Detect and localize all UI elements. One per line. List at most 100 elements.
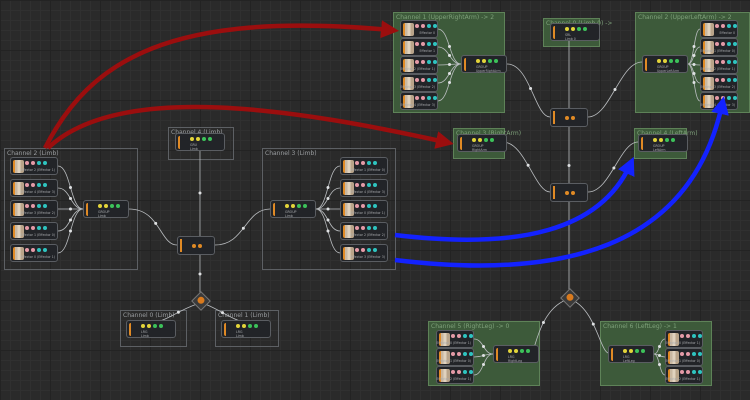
wire-midpoint-handle[interactable]: [529, 86, 533, 90]
wire-midpoint-handle[interactable]: [541, 321, 545, 325]
status-dot: [25, 204, 29, 208]
channel-c2-group-box[interactable]: Channel 2 (Limb): [4, 148, 138, 270]
wire-midpoint-handle[interactable]: [198, 191, 202, 195]
hub-node[interactable]: [177, 236, 215, 255]
wire-midpoint-handle[interactable]: [448, 63, 451, 66]
effector-node[interactable]: Effector 0 (Effector 1): [10, 244, 58, 262]
wire-midpoint-handle[interactable]: [326, 218, 330, 222]
wire-midpoint-handle[interactable]: [69, 207, 72, 211]
status-dot: [433, 42, 437, 46]
wire-midpoint-handle[interactable]: [613, 88, 617, 91]
effector-label: Effector 0 (Effector 1): [20, 255, 55, 259]
effector-node[interactable]: Effector 1 (Effector 0): [436, 348, 474, 366]
effector-node[interactable]: Effector 1 (Effector 0): [10, 222, 58, 240]
effector-node[interactable]: Effector 3 (Effector 3): [340, 244, 388, 262]
wire-midpoint-handle[interactable]: [326, 186, 330, 189]
hub-node[interactable]: [550, 108, 588, 127]
wire-midpoint-handle[interactable]: [692, 63, 696, 66]
wire-midpoint-handle[interactable]: [448, 45, 451, 48]
effector-node[interactable]: Effector 3 (Effector 2): [700, 74, 738, 92]
effector-node[interactable]: Effector 0 (Effector 1): [436, 330, 474, 348]
effector-node[interactable]: Effector 2 (Effector 1): [400, 56, 438, 74]
status-dot: [367, 161, 371, 165]
status-dot: [192, 244, 196, 248]
wire-midpoint-handle[interactable]: [448, 81, 451, 84]
effector-node[interactable]: Effector 4 (Effector 3): [10, 179, 58, 197]
wire-midpoint-handle[interactable]: [692, 54, 696, 57]
wire-midpoint-handle[interactable]: [69, 186, 72, 189]
effector-node[interactable]: Effector 2 (Effector 2): [340, 222, 388, 240]
wire-midpoint-handle[interactable]: [658, 354, 661, 357]
effector-node[interactable]: Effector 2 (Effector 1): [665, 366, 703, 384]
wire-midpoint-handle[interactable]: [176, 310, 180, 314]
status-dot: [415, 78, 419, 82]
wire-midpoint-handle[interactable]: [448, 53, 451, 57]
effector-node[interactable]: Effector 4 (Effector 3): [400, 92, 438, 110]
wire-midpoint-handle[interactable]: [612, 166, 616, 170]
wire-midpoint-handle[interactable]: [482, 345, 485, 348]
effector-dots: [451, 334, 473, 338]
wire-midpoint-handle[interactable]: [326, 229, 330, 233]
status-dot: [297, 204, 301, 208]
effector-dots: [451, 370, 473, 374]
effector-node[interactable]: Effector 0: [400, 20, 438, 38]
wire-midpoint-handle[interactable]: [482, 354, 485, 357]
status-dot: [680, 352, 684, 356]
effector-node[interactable]: Effector 1 (Effector 0): [700, 38, 738, 56]
wire-midpoint-handle[interactable]: [198, 272, 202, 276]
effector-node[interactable]: Effector 2 (Effector 1): [436, 366, 474, 384]
wire-midpoint-handle[interactable]: [241, 226, 245, 230]
status-dot: [373, 204, 377, 208]
wire-midpoint-handle[interactable]: [154, 221, 158, 225]
wire-midpoint-handle[interactable]: [692, 81, 696, 85]
effector-node[interactable]: Effector 4 (Effector 3): [340, 179, 388, 197]
effector-node[interactable]: Effector 1: [400, 38, 438, 56]
wire-midpoint-handle[interactable]: [220, 311, 224, 315]
effector-node[interactable]: Effector 0 (Effector 1): [665, 330, 703, 348]
effector-node[interactable]: Effector 1 (Effector 0): [340, 157, 388, 175]
channel-c1-group-box[interactable]: Channel 1 (Limb): [215, 310, 279, 347]
effector-node[interactable]: Effector 3 (Effector 2): [400, 74, 438, 92]
channel-c0-group-box[interactable]: Channel 0 (Limb): [120, 310, 187, 347]
effector-node[interactable]: Effector 2 (Effector 1): [10, 157, 58, 175]
wire-midpoint-handle[interactable]: [526, 163, 530, 167]
wire-midpoint-handle[interactable]: [69, 229, 72, 233]
hub-node[interactable]: [550, 183, 588, 202]
wire-midpoint-handle[interactable]: [482, 363, 485, 366]
wire-midpoint-handle[interactable]: [658, 363, 661, 366]
effector-node[interactable]: Effector 0: [700, 20, 738, 38]
wire-midpoint-handle[interactable]: [448, 72, 451, 75]
channel-c4-group-box[interactable]: Channel 4 (Limb): [168, 127, 234, 160]
effector-node[interactable]: Effector 3 (Effector 2): [10, 200, 58, 218]
effector-node[interactable]: Effector 1 (Effector 0): [665, 348, 703, 366]
group-type-label: LRG: [236, 330, 243, 334]
effector-node[interactable]: Effector 0 (Effector 1): [340, 200, 388, 218]
wire-midpoint-handle[interactable]: [692, 44, 696, 48]
wire-midpoint-handle[interactable]: [567, 164, 571, 167]
wire-midpoint-handle[interactable]: [692, 72, 696, 75]
wire-midpoint-handle[interactable]: [69, 197, 72, 200]
limb-bone-icon: [464, 58, 475, 71]
channel-c3-group-box[interactable]: Channel 3 (Limb): [262, 148, 396, 270]
status-dot: [421, 60, 425, 64]
wire-midpoint-handle[interactable]: [326, 197, 330, 200]
effector-node[interactable]: Effector 2 (Effector 1): [700, 56, 738, 74]
group-name-label: RightLeg: [508, 359, 523, 363]
wire-midpoint-handle[interactable]: [658, 345, 661, 348]
wire-midpoint-handle[interactable]: [591, 322, 595, 326]
wire-midpoint-handle[interactable]: [326, 207, 330, 211]
wire-midpoint-handle[interactable]: [69, 218, 72, 222]
